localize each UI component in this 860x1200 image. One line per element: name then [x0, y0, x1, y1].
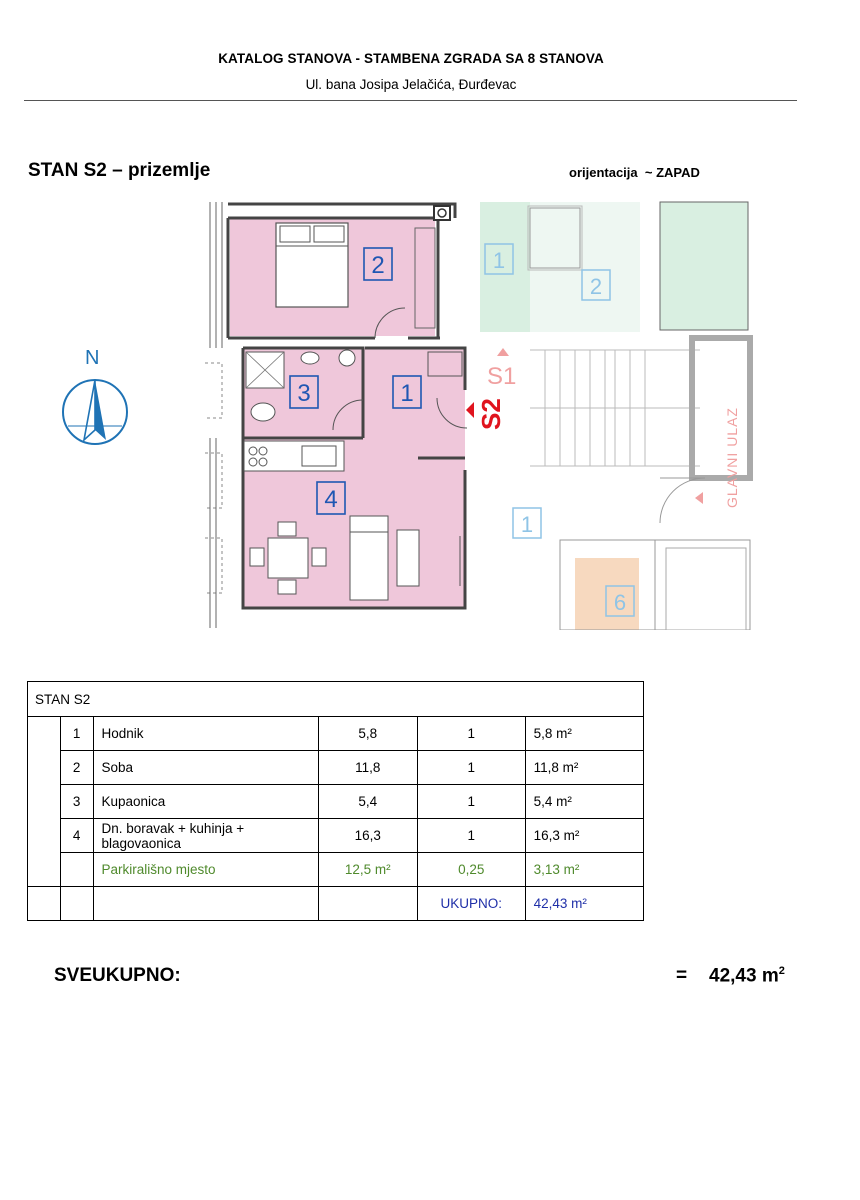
room-name: Hodnik	[92, 716, 319, 751]
room-name: Dn. boravak + kuhinja + blagovaonica	[92, 818, 319, 853]
room-area: 5,8	[317, 716, 418, 751]
room-number-4: 4	[324, 486, 337, 513]
floor-plan: N	[0, 198, 860, 630]
parking-coefficient: 0,25	[416, 852, 526, 887]
unit-title: STAN S2 – prizemlje	[28, 160, 211, 181]
room-area: 16,3	[317, 818, 418, 853]
total-value: 42,43 m²	[524, 886, 645, 921]
grand-total-value: 42,43 m2	[709, 965, 785, 987]
hall-room-1: 1	[521, 512, 533, 537]
room-net-area: 5,8 m²	[524, 716, 645, 751]
total-label: UKUPNO:	[416, 886, 526, 921]
parking-name: Parkirališno mjesto	[92, 852, 319, 887]
room-net-area: 11,8 m²	[524, 750, 645, 785]
room-coefficient: 1	[416, 818, 526, 853]
room-number-3: 3	[297, 380, 310, 407]
row-number: 2	[59, 750, 94, 785]
room-name: Kupaonica	[92, 784, 319, 819]
room-name: Soba	[92, 750, 319, 785]
neighbour-unit-label: S1	[487, 363, 516, 390]
grand-total-unit-exponent: 2	[778, 965, 785, 977]
grand-total-equals: =	[676, 965, 688, 986]
unit-s2: 2 3 1 4 S2	[205, 202, 506, 628]
table-row: 2 Soba 11,8 1 11,8 m²	[28, 750, 645, 785]
orientation-value: ~ ZAPAD	[644, 165, 700, 180]
neighbour-room-6: 6	[614, 590, 626, 615]
parking-net-area: 3,13 m²	[524, 852, 645, 887]
north-arrow: N	[62, 347, 128, 445]
total-empty-cell	[92, 886, 319, 921]
row-number: 1	[59, 716, 94, 751]
grand-total-label: SVEUKUPNO:	[54, 965, 181, 986]
building-address: Ul. bana Josipa Jelačića, Đurđevac	[305, 77, 517, 92]
table-title: STAN S2	[27, 681, 644, 717]
orientation: orijentacija ~ ZAPAD	[569, 165, 700, 180]
neighbour-room-2: 2	[590, 274, 602, 299]
parking-number-cell	[59, 852, 94, 887]
row-number: 4	[59, 818, 94, 853]
catalog-title: KATALOG STANOVA - STAMBENA ZGRADA SA 8 S…	[218, 51, 604, 66]
neighbour-room-1: 1	[493, 248, 505, 273]
room-net-area: 16,3 m²	[524, 818, 645, 853]
room-net-area: 5,4 m²	[524, 784, 645, 819]
room-coefficient: 1	[416, 750, 526, 785]
neighbour-areas: 1 2 1 6 S1 GLAVNI ULAZ	[480, 201, 753, 630]
table-row: 4 Dn. boravak + kuhinja + blagovaonica 1…	[28, 818, 645, 853]
parking-row: Parkirališno mjesto 12,5 m² 0,25 3,13 m²	[28, 852, 645, 887]
grand-total-number: 42,43 m	[709, 965, 779, 987]
room-number-2: 2	[371, 252, 384, 279]
row-number: 3	[59, 784, 94, 819]
total-empty-cell	[59, 886, 94, 921]
unit-label-s2: S2	[476, 398, 506, 430]
total-empty-cell	[317, 886, 418, 921]
indent-cell	[27, 716, 61, 887]
parking-area: 12,5 m²	[317, 852, 418, 887]
total-row: UKUPNO: 42,43 m²	[27, 886, 645, 921]
table-header-row: STAN S2	[27, 681, 644, 717]
room-coefficient: 1	[416, 716, 526, 751]
orientation-label: orijentacija	[569, 165, 638, 180]
room-area: 5,4	[317, 784, 418, 819]
total-empty-cell	[27, 886, 61, 921]
room-area-table: STAN S2 1 Hodnik 5,8 1 5,8 m² 2 Soba 11,…	[27, 681, 645, 921]
north-label: N	[85, 347, 99, 369]
room-coefficient: 1	[416, 784, 526, 819]
main-entrance-label: GLAVNI ULAZ	[724, 407, 740, 508]
room-area: 11,8	[317, 750, 418, 785]
neighbour-room-numbers: 1 2 1 6	[484, 243, 635, 617]
header-divider	[24, 100, 797, 101]
table-row: 1 Hodnik 5,8 1 5,8 m²	[27, 716, 645, 887]
room-number-1: 1	[400, 380, 413, 407]
table-row: 3 Kupaonica 5,4 1 5,4 m²	[28, 784, 645, 819]
